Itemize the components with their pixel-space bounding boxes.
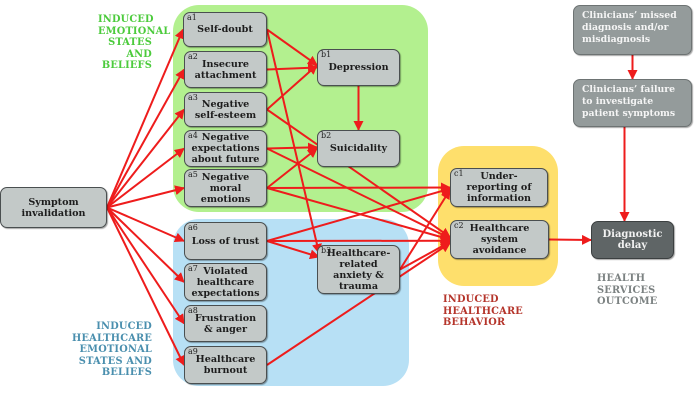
node-text: Negative self-esteem <box>194 98 257 121</box>
node-id: b3 <box>321 246 332 255</box>
node-id: b2 <box>321 131 332 140</box>
node-id: a7 <box>188 264 198 273</box>
node-id: a9 <box>188 347 198 356</box>
node-id: a1 <box>187 13 197 22</box>
node-text: Self-doubt <box>197 24 253 35</box>
node-a2-insecure-attachment[interactable]: a2 Insecure attachment <box>184 51 267 88</box>
node-id: a2 <box>188 52 198 61</box>
node-text: Insecure attachment <box>194 58 257 81</box>
node-text: Suicidality <box>329 143 388 154</box>
node-c2-healthcare-system-avoidance[interactable]: c2 Healthcare system avoidance <box>450 220 549 259</box>
node-text: Healthcare-related anxiety & trauma <box>326 247 391 292</box>
node-a5-negative-moral-emotions[interactable]: a5 Negative moral emotions <box>184 169 267 207</box>
node-text: Negative expectations about future <box>191 132 260 165</box>
node-text: Symptom invalidation <box>21 196 86 219</box>
node-text: Under-reporting of information <box>466 171 532 204</box>
region-healthcare-behavior <box>438 146 558 286</box>
label-healthcare-behavior: INDUCED HEALTHCARE BEHAVIOR <box>443 294 523 328</box>
node-text: Clinicians’ failure to investigate patie… <box>582 84 676 119</box>
node-a3-negative-self-esteem[interactable]: a3 Negative self-esteem <box>184 92 267 127</box>
node-text: Negative moral emotions <box>200 171 251 205</box>
node-id: b1 <box>321 50 332 59</box>
node-id: c1 <box>454 169 464 178</box>
node-b1-depression[interactable]: b1 Depression <box>317 49 400 86</box>
node-text: Loss of trust <box>191 235 260 247</box>
node-id: a6 <box>188 223 198 232</box>
node-a9-healthcare-burnout[interactable]: a9 Healthcare burnout <box>184 346 267 384</box>
node-text: Diagnostic delay <box>602 229 663 251</box>
node-id: a5 <box>188 170 198 179</box>
label-health-services-outcome: HEALTH SERVICES OUTCOME <box>597 273 658 307</box>
node-text: Frustration & anger <box>194 312 257 335</box>
node-a6-loss-of-trust[interactable]: a6 Loss of trust <box>184 222 267 260</box>
node-text: Healthcare burnout <box>195 354 256 376</box>
node-diagnostic-delay[interactable]: Diagnostic delay <box>591 221 674 259</box>
node-a8-frustration-anger[interactable]: a8 Frustration & anger <box>184 305 267 342</box>
node-c1-under-reporting[interactable]: c1 Under-reporting of information <box>450 168 548 207</box>
node-a1-self-doubt[interactable]: a1 Self-doubt <box>183 12 267 47</box>
label-emotional-states: INDUCED EMOTIONAL STATES AND BELIEFS <box>98 14 171 71</box>
node-b2-suicidality[interactable]: b2 Suicidality <box>317 130 400 167</box>
edge-S-to-a6 <box>106 206 185 242</box>
node-a4-negative-expectations[interactable]: a4 Negative expectations about future <box>184 130 267 167</box>
node-text: Clinicians’ missed diagnosis and/or misd… <box>582 10 677 45</box>
node-clinicians-failure-to-investigate[interactable]: Clinicians’ failure to investigate patie… <box>573 79 692 127</box>
label-healthcare-emotional-states: INDUCED HEALTHCARE EMOTIONAL STATES AND … <box>72 321 152 378</box>
node-a7-violated-healthcare-expectations[interactable]: a7 Violated healthcare expectations <box>184 263 267 301</box>
node-b3-healthcare-anxiety-trauma[interactable]: b3 Healthcare-related anxiety & trauma <box>317 245 400 294</box>
node-id: c2 <box>454 221 464 230</box>
node-text: Violated healthcare expectations <box>191 265 260 299</box>
node-id: a3 <box>188 93 198 102</box>
node-text: Healthcare system avoidance <box>469 223 530 256</box>
node-id: a4 <box>188 131 198 140</box>
node-symptom-invalidation[interactable]: Symptom invalidation <box>0 187 107 228</box>
edge-S-to-a5 <box>106 185 185 209</box>
node-text: Depression <box>328 62 389 73</box>
node-clinicians-missed-diagnosis[interactable]: Clinicians’ missed diagnosis and/or misd… <box>573 5 692 55</box>
node-id: a8 <box>188 306 198 315</box>
